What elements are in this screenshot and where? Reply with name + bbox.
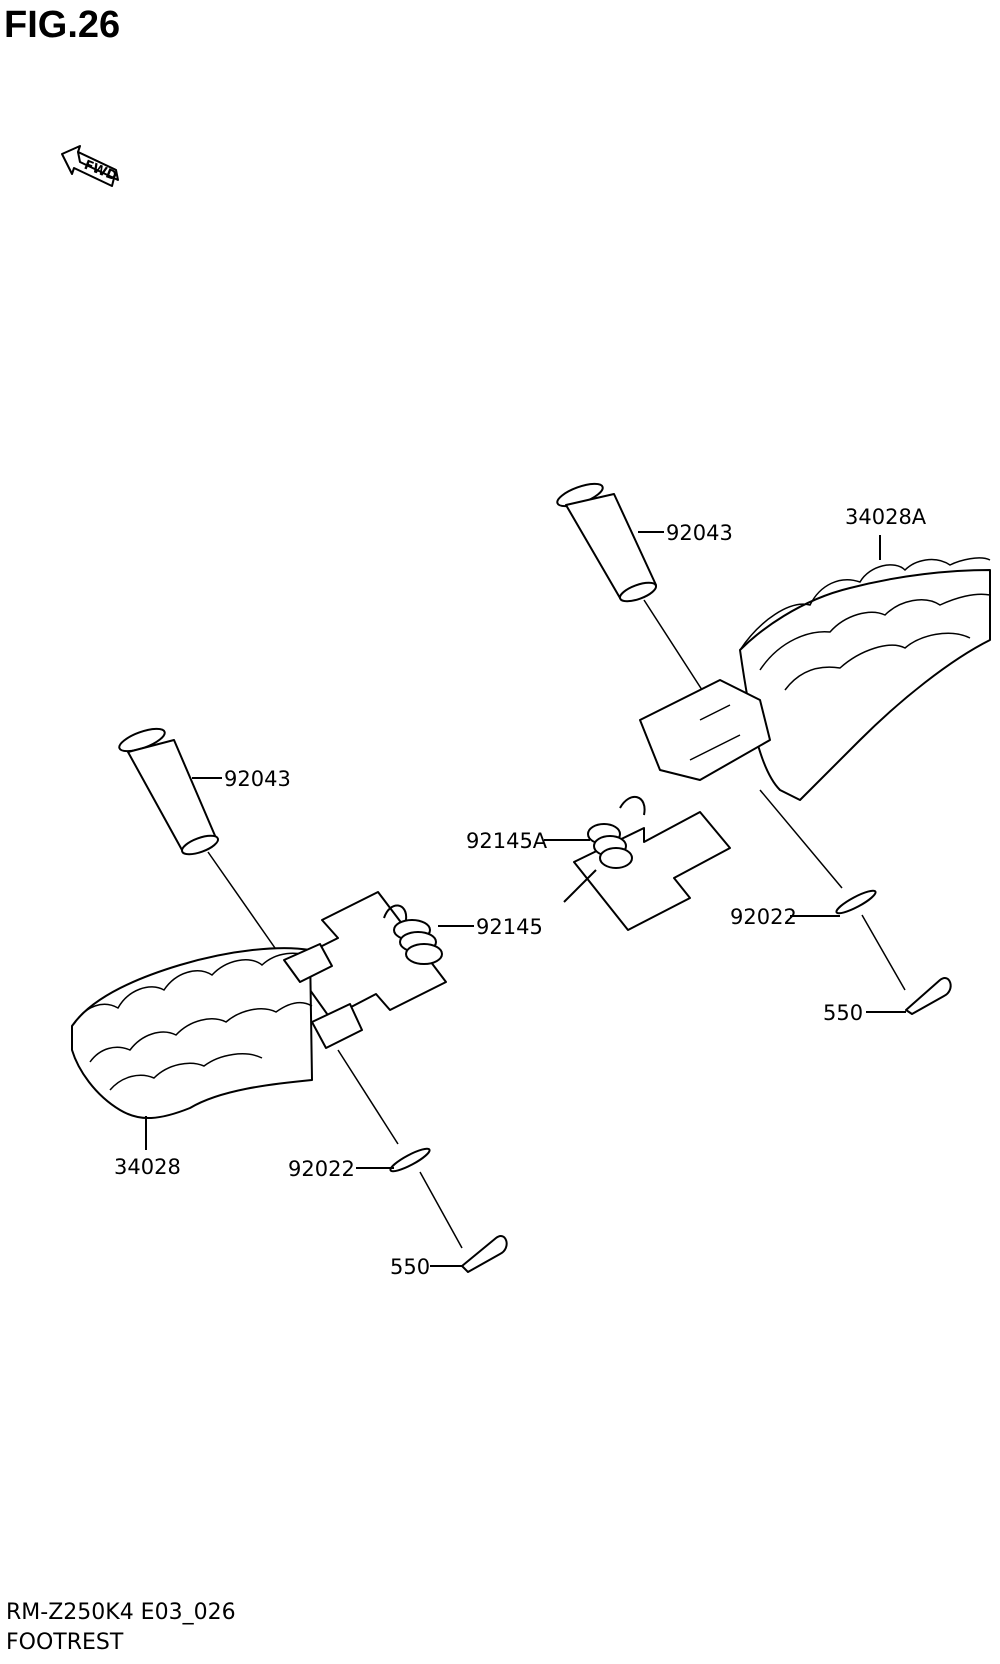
washer-left xyxy=(389,1147,431,1173)
label-cotter-right: 550 xyxy=(823,1001,863,1025)
label-spring-left: 92145 xyxy=(476,915,543,939)
washer-right xyxy=(835,889,877,915)
axis-washer-right xyxy=(759,789,843,889)
label-spring-right: 92145A xyxy=(466,829,548,853)
label-washer-left: 92022 xyxy=(288,1157,355,1181)
forward-arrow-icon: FWD xyxy=(61,145,119,187)
footer-model-code: RM-Z250K4 E03_026 xyxy=(6,1600,236,1625)
axis-pin-left xyxy=(207,851,283,959)
axis-cotter-left xyxy=(419,1171,463,1249)
axis-washer-left-top xyxy=(337,1049,399,1145)
figure-title: FIG.26 xyxy=(4,4,121,46)
footrest-right xyxy=(639,557,991,801)
spring-left xyxy=(289,891,447,1019)
axis-cotter-right xyxy=(861,914,906,991)
pin-left xyxy=(118,727,220,856)
label-washer-right: 92022 xyxy=(730,905,797,929)
label-cotter-left: 550 xyxy=(390,1255,430,1279)
cotter-pin-right xyxy=(905,977,952,1015)
footer-section-name: FOOTREST xyxy=(6,1630,124,1655)
spring-right xyxy=(563,796,731,931)
label-pin-right: 92043 xyxy=(666,521,733,545)
label-footrest-left: 34028 xyxy=(114,1155,181,1179)
label-footrest-right: 34028A xyxy=(845,505,927,529)
pin-right xyxy=(556,482,658,603)
cotter-pin-left xyxy=(461,1235,508,1273)
footrest-left xyxy=(71,943,363,1120)
label-pin-left: 92043 xyxy=(224,767,291,791)
